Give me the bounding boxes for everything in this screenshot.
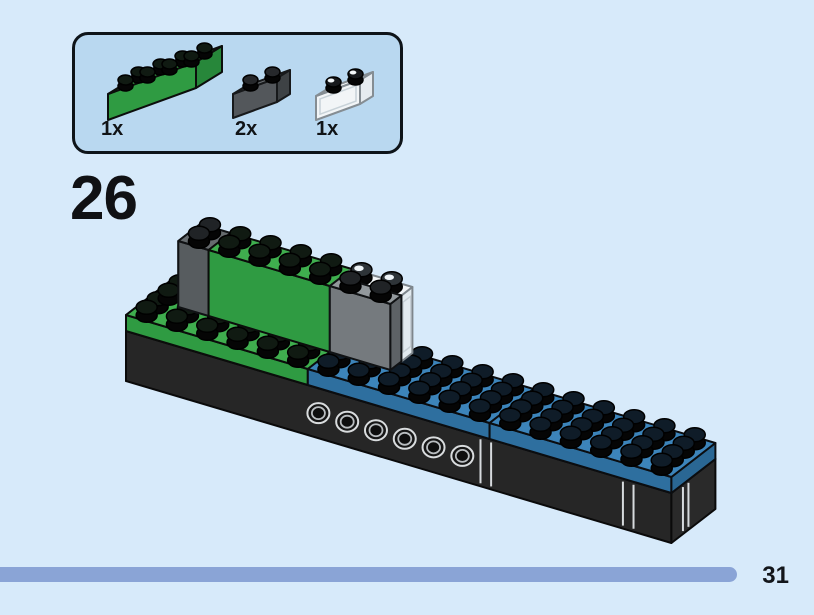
black-base [125,296,717,544]
part-count-gray-brick: 2x [235,118,258,140]
blue-plate-2 [488,382,717,494]
step-number: 26 [70,164,138,233]
blue-plate-1 [306,334,535,440]
green-plate [125,274,353,386]
part-count-green-brick: 1x [101,118,124,140]
page-number: 31 [762,562,789,589]
dark-gray-brick-left [177,217,232,317]
footer-progress-bar [0,567,737,582]
base-seam-lines [479,439,690,532]
base-side-stud-circles [306,402,475,467]
green-brick-2x4 [207,226,353,353]
white-clear-brick [339,262,414,363]
part-count-white-brick: 1x [316,118,339,140]
dark-gray-brick-right [328,270,403,371]
